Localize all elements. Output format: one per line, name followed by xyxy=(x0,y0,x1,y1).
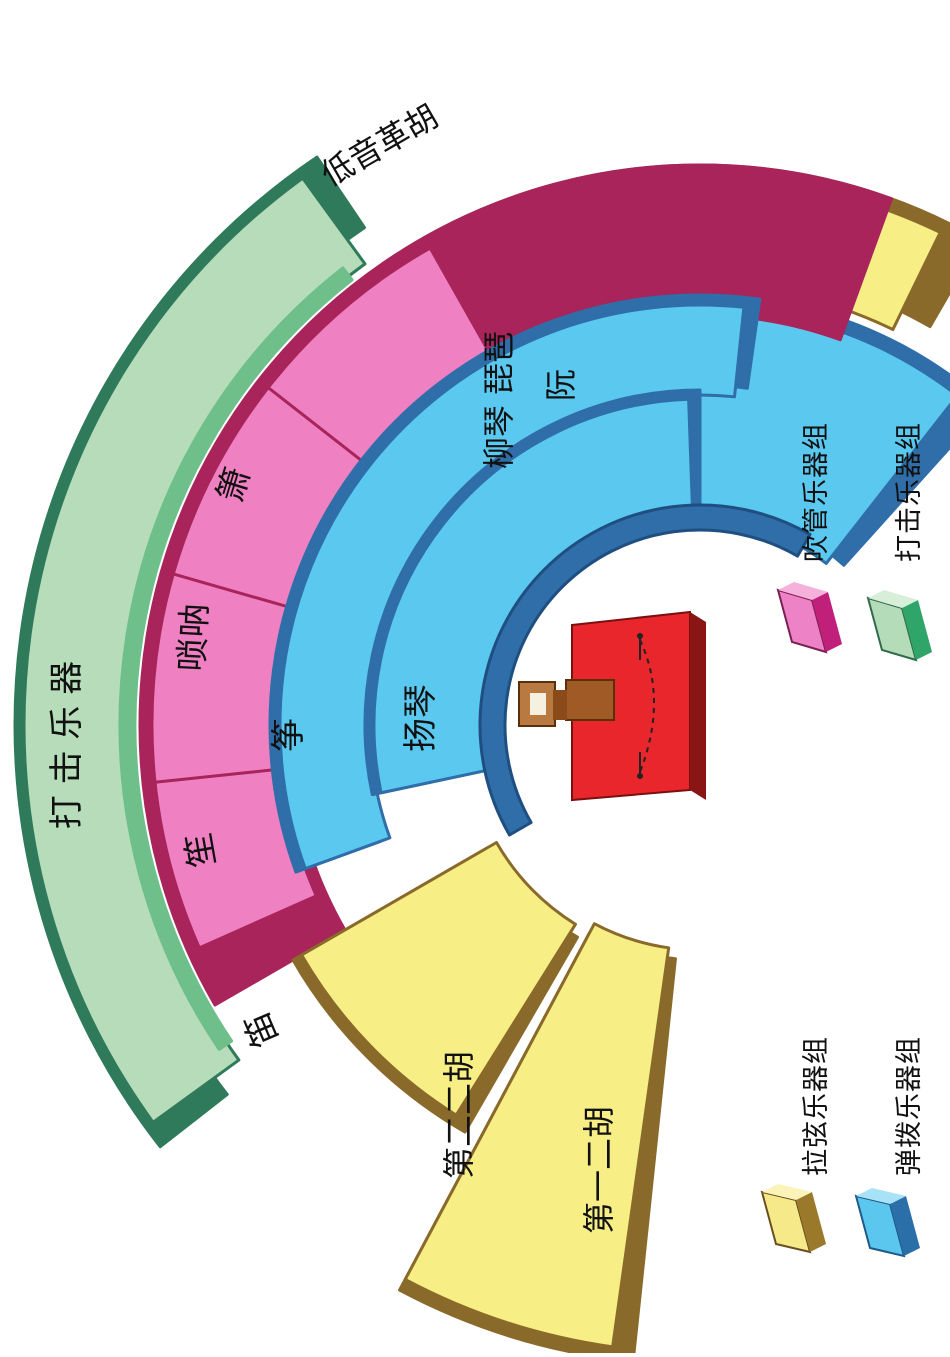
percussion-label: 打 击 乐 器 xyxy=(47,661,87,829)
yangqin-label: 扬琴 xyxy=(401,684,441,752)
conductor-podium-icon xyxy=(571,610,706,802)
seating-shapes xyxy=(13,155,950,1357)
bowed-swatch-icon xyxy=(760,1184,826,1254)
di-label: 笛 xyxy=(237,1006,287,1053)
zheng-label: 筝 xyxy=(269,718,309,752)
ruan-label: 阮 xyxy=(542,369,580,401)
inner-ring xyxy=(478,503,812,837)
second-erhu-label: 第二二胡 xyxy=(440,1051,478,1179)
bass-gehu-label: 低音革胡 xyxy=(315,97,445,194)
liuqin-pipa-label: 柳琴 琵琶 xyxy=(480,331,518,469)
legend-plucked: 弹拨乐器组 xyxy=(854,1036,925,1258)
music-stand-icon xyxy=(518,679,615,727)
legend-percussion-label: 打击乐器组 xyxy=(894,422,925,562)
legend: 吹管乐器组 打击乐器组 拉弦乐器组 弹拨乐器组 xyxy=(760,422,932,1258)
legend-percussion: 打击乐器组 xyxy=(866,422,932,662)
legend-wind-label: 吹管乐器组 xyxy=(801,422,832,562)
wind-swatch-icon xyxy=(776,582,842,654)
first-erhu-label: 第一二胡 xyxy=(580,1106,618,1234)
percussion-swatch-icon xyxy=(866,590,932,662)
legend-bowed-label: 拉弦乐器组 xyxy=(801,1036,832,1176)
second-erhu-section xyxy=(300,841,577,1117)
legend-bowed: 拉弦乐器组 xyxy=(760,1036,832,1254)
sheng-label: 笙 xyxy=(179,830,224,870)
suona-label: 唢呐 xyxy=(172,602,216,672)
plucked-swatch-icon xyxy=(854,1188,920,1258)
first-erhu-section xyxy=(403,922,671,1349)
legend-wind: 吹管乐器组 xyxy=(776,422,842,654)
legend-plucked-label: 弹拨乐器组 xyxy=(894,1036,925,1176)
percussion-inner-strip xyxy=(118,266,354,1051)
